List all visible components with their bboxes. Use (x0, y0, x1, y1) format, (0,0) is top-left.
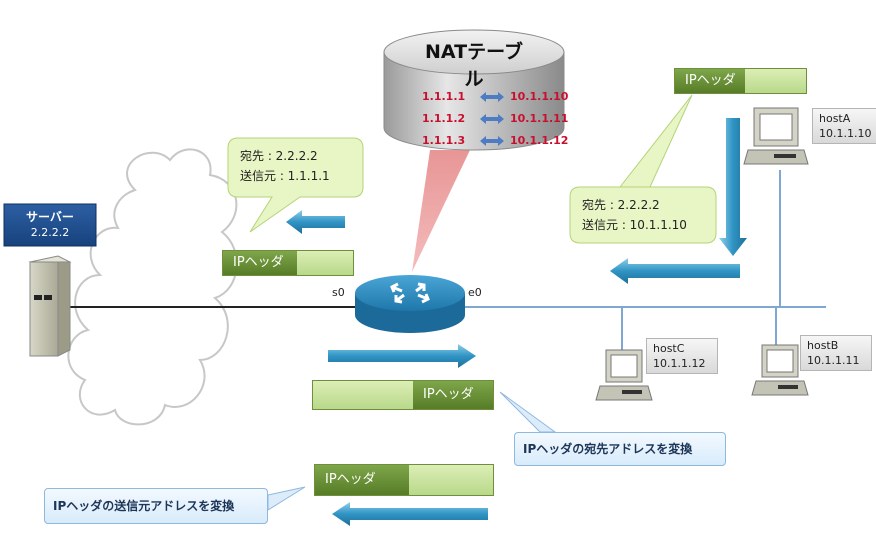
router-s0-label: s0 (332, 286, 345, 299)
src-note-pointer (267, 486, 306, 511)
arrow-right-below-router (328, 344, 476, 368)
ip-header-left-body (297, 251, 353, 275)
left-callout-src: 送信元 : 1.1.1.1 (240, 169, 330, 183)
server-icon (28, 255, 72, 357)
ip-header-bottom-label: IPヘッダ (315, 465, 409, 495)
nat-row-3-local: 10.1.1.12 (510, 134, 569, 147)
router-e0-label: e0 (468, 286, 482, 299)
right-callout-src: 送信元 : 10.1.1.10 (582, 218, 687, 232)
hostA-label: hostA 10.1.1.10 (812, 108, 876, 144)
arrow-left-lan (610, 258, 740, 284)
arrow-left-upper (286, 210, 345, 234)
left-callout-shape (227, 137, 364, 233)
ip-header-bottom: IPヘッダ (314, 464, 494, 496)
nat-beam (412, 150, 470, 272)
ip-header-bottom-body (409, 465, 493, 495)
right-callout-shape (569, 94, 717, 244)
left-callout: 宛先 : 2.2.2.2 送信元 : 1.1.1.1 (240, 146, 330, 186)
hostB-ip: 10.1.1.11 (807, 354, 860, 367)
internet-cloud (67, 148, 238, 426)
server-title: サーバー (26, 210, 74, 224)
left-callout-dest: 宛先 : 2.2.2.2 (240, 149, 318, 163)
ip-header-middle-body (313, 381, 413, 409)
right-callout-dest: 宛先 : 2.2.2.2 (582, 198, 660, 212)
dest-note-pointer (499, 391, 557, 433)
hostB-label: hostB 10.1.1.11 (800, 335, 872, 371)
hostC-ip: 10.1.1.12 (653, 357, 706, 370)
nat-table-title: NATテーブル (425, 41, 523, 90)
hostC-computer (595, 349, 653, 401)
dest-convert-note: IPヘッダの宛先アドレスを変換 (514, 432, 726, 466)
hostA-computer (743, 107, 809, 165)
ip-header-left: IPヘッダ (222, 250, 354, 276)
nat-row-2-global: 1.1.1.2 (422, 112, 466, 125)
ip-header-middle: IPヘッダ (312, 380, 494, 410)
nat-row-3-global: 1.1.1.3 (422, 134, 466, 147)
server-label-box (3, 203, 97, 247)
hostC-name: hostC (653, 342, 685, 355)
hostC-label: hostC 10.1.1.12 (646, 338, 718, 374)
arrow-down-hostA (719, 118, 747, 256)
nat-row-1-local: 10.1.1.10 (510, 90, 569, 103)
ip-header-upper-right-label: IPヘッダ (675, 69, 745, 93)
ip-header-middle-label: IPヘッダ (413, 381, 493, 409)
hostB-name: hostB (807, 339, 839, 352)
hostB-computer (751, 344, 809, 396)
ip-header-upper-right-body (745, 69, 806, 93)
src-convert-note: IPヘッダの送信元アドレスを変換 (44, 488, 268, 524)
ip-header-left-label: IPヘッダ (223, 251, 297, 275)
nat-table-cylinder (383, 29, 565, 151)
arrow-left-bottom (332, 502, 488, 526)
router-icon (355, 275, 465, 333)
hostA-ip: 10.1.1.10 (819, 127, 872, 140)
nat-row-arrows (480, 92, 504, 146)
ip-header-upper-right: IPヘッダ (674, 68, 807, 94)
hostA-name: hostA (819, 112, 851, 125)
nat-row-2-local: 10.1.1.11 (510, 112, 569, 125)
nat-row-1-global: 1.1.1.1 (422, 90, 466, 103)
server-ip: 2.2.2.2 (30, 226, 70, 239)
right-callout: 宛先 : 2.2.2.2 送信元 : 10.1.1.10 (582, 195, 687, 235)
